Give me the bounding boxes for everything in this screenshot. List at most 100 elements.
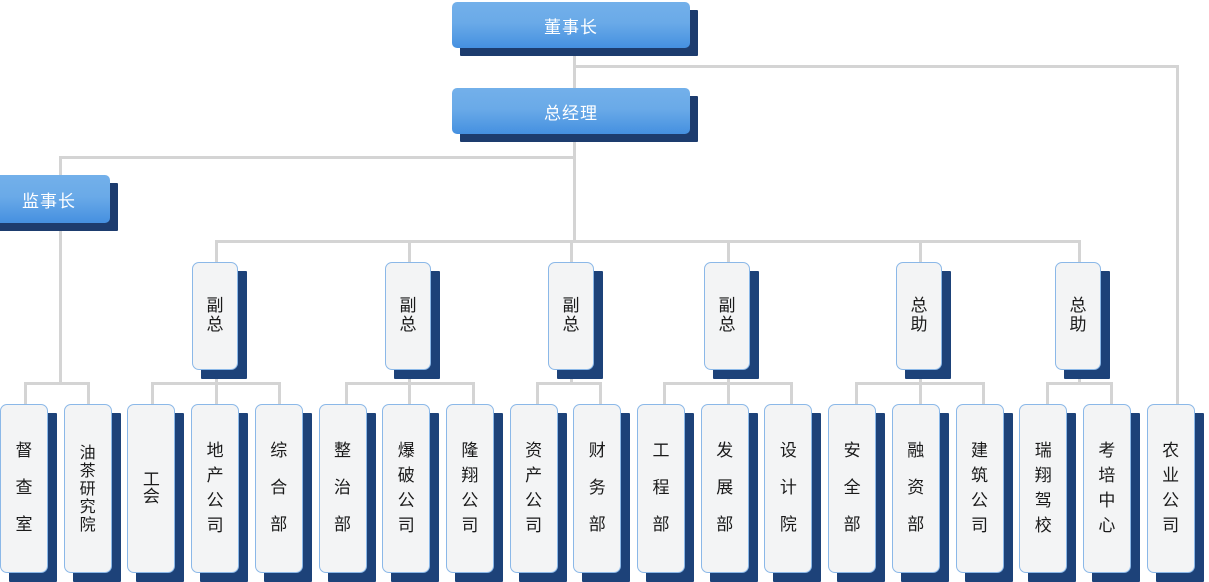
unit-2-label: 油茶研究院 [63, 404, 112, 573]
unit-2-char-5: 院 [79, 514, 96, 534]
unit-2-char-4: 究 [79, 496, 96, 516]
node-manager-1[interactable]: 副 总 [192, 262, 247, 379]
unit-13-char-3: 院 [779, 515, 797, 535]
node-unit-16[interactable]: 建筑公司 [955, 404, 1013, 582]
unit-15-label: 融资部 [891, 404, 940, 573]
node-unit-18[interactable]: 考培中心 [1082, 404, 1140, 582]
node-chairman[interactable]: 董事长 [452, 2, 698, 56]
unit-11-char-1: 工 [652, 441, 670, 461]
unit-9-char-2: 产 [525, 465, 543, 486]
unit-15-char-3: 部 [907, 515, 925, 535]
unit-17-label: 瑞翔驾校 [1019, 404, 1068, 573]
unit-9-label: 资产公司 [509, 404, 558, 573]
unit-7-char-1: 爆 [397, 440, 415, 461]
node-manager-6[interactable]: 总 助 [1055, 262, 1110, 379]
unit-11-label: 工程部 [637, 404, 685, 573]
supervisor-chief-label: 监事长 [0, 175, 110, 223]
connector-m6-bar [1046, 382, 1112, 385]
unit-4-label: 地产公司 [191, 404, 240, 573]
unit-12-label: 发展部 [700, 404, 749, 573]
connector-m5-c1 [855, 382, 858, 406]
node-unit-2[interactable]: 油茶研究院 [63, 404, 121, 582]
unit-4-char-3: 公 [206, 490, 224, 511]
node-supervisor-chief[interactable]: 监事长 [0, 175, 118, 231]
node-unit-3[interactable]: 工会 [127, 404, 185, 582]
manager-1-label: 副 总 [192, 262, 238, 370]
general-manager-label: 总经理 [452, 88, 690, 134]
unit-12-char-3: 部 [716, 515, 734, 535]
manager-2-char-1: 副 [399, 296, 417, 316]
manager-2-label: 副 总 [385, 262, 431, 370]
unit-2-char-1: 油 [79, 442, 96, 462]
unit-6-char-1: 整 [334, 441, 351, 461]
unit-1-char-2: 查 [15, 478, 33, 498]
node-unit-13[interactable]: 设计院 [764, 404, 822, 582]
manager-1-char-1: 副 [206, 296, 224, 316]
unit-15-char-1: 融 [907, 441, 925, 461]
node-unit-10[interactable]: 财务部 [573, 404, 631, 582]
node-unit-9[interactable]: 资产公司 [509, 404, 567, 582]
unit-16-char-4: 司 [971, 515, 988, 536]
unit-19-label: 农业公司 [1146, 404, 1195, 573]
manager-6-label: 总 助 [1055, 262, 1101, 370]
unit-10-char-1: 财 [588, 441, 606, 461]
node-unit-6[interactable]: 整治部 [318, 404, 376, 582]
unit-14-label: 安全部 [828, 404, 877, 573]
unit-6-char-3: 部 [334, 515, 351, 535]
node-unit-19[interactable]: 农业公司 [1146, 404, 1204, 582]
manager-5-label: 总 助 [896, 262, 942, 370]
node-manager-4[interactable]: 副 总 [704, 262, 759, 379]
unit-17-char-2: 翔 [1034, 465, 1052, 486]
node-unit-15[interactable]: 融资部 [891, 404, 949, 582]
unit-19-char-2: 业 [1162, 465, 1180, 486]
node-unit-17[interactable]: 瑞翔驾校 [1019, 404, 1077, 582]
node-unit-12[interactable]: 发展部 [700, 404, 758, 582]
node-manager-2[interactable]: 副 总 [385, 262, 440, 379]
node-unit-5[interactable]: 综合部 [254, 404, 312, 582]
node-unit-8[interactable]: 隆翔公司 [445, 404, 503, 582]
unit-5-char-1: 综 [270, 441, 288, 461]
unit-18-char-2: 培 [1098, 465, 1116, 486]
unit-3-char-2: 会 [142, 486, 160, 507]
unit-3-label: 工会 [127, 404, 176, 573]
connector-m1-c2 [215, 382, 218, 406]
manager-6-char-2: 助 [1069, 315, 1087, 335]
unit-18-char-1: 考 [1098, 440, 1116, 461]
connector-m2-c1 [345, 382, 348, 406]
unit-16-label: 建筑公司 [955, 404, 1004, 573]
unit-9-char-3: 公 [525, 490, 543, 511]
manager-3-char-2: 总 [562, 315, 580, 335]
unit-18-char-3: 中 [1098, 490, 1116, 511]
manager-4-label: 副 总 [704, 262, 750, 370]
node-unit-4[interactable]: 地产公司 [191, 404, 249, 582]
unit-7-label: 爆破公司 [382, 404, 431, 573]
unit-19-char-1: 农 [1162, 440, 1180, 461]
connector-m3-bar [536, 382, 602, 385]
unit-16-char-1: 建 [971, 440, 988, 461]
node-manager-5[interactable]: 总 助 [896, 262, 951, 379]
unit-7-char-3: 公 [397, 490, 415, 511]
node-unit-1[interactable]: 督查室 [0, 404, 57, 582]
connector-gm-left-down [59, 156, 62, 384]
connector-chairman-down [573, 52, 576, 90]
unit-17-char-3: 驾 [1034, 490, 1052, 511]
connector-mgr-drop-5 [919, 240, 922, 264]
connector-m4-c1 [663, 382, 666, 406]
unit-15-char-2: 资 [907, 478, 925, 498]
node-manager-3[interactable]: 副 总 [548, 262, 603, 379]
connector-mgr-drop-2 [408, 240, 411, 264]
unit-12-char-2: 展 [716, 478, 734, 498]
unit-3-char-1: 工 [142, 469, 160, 490]
node-general-manager[interactable]: 总经理 [452, 88, 698, 142]
node-unit-7[interactable]: 爆破公司 [382, 404, 440, 582]
connector-chairman-right [573, 65, 1179, 68]
manager-5-char-1: 总 [910, 296, 928, 316]
unit-7-char-2: 破 [397, 465, 415, 486]
unit-18-char-4: 心 [1098, 515, 1116, 536]
manager-3-label: 副 总 [548, 262, 594, 370]
unit-8-char-4: 司 [461, 515, 479, 536]
connector-m4-c2 [727, 382, 730, 406]
node-unit-14[interactable]: 安全部 [828, 404, 886, 582]
node-unit-11[interactable]: 工程部 [637, 404, 694, 582]
